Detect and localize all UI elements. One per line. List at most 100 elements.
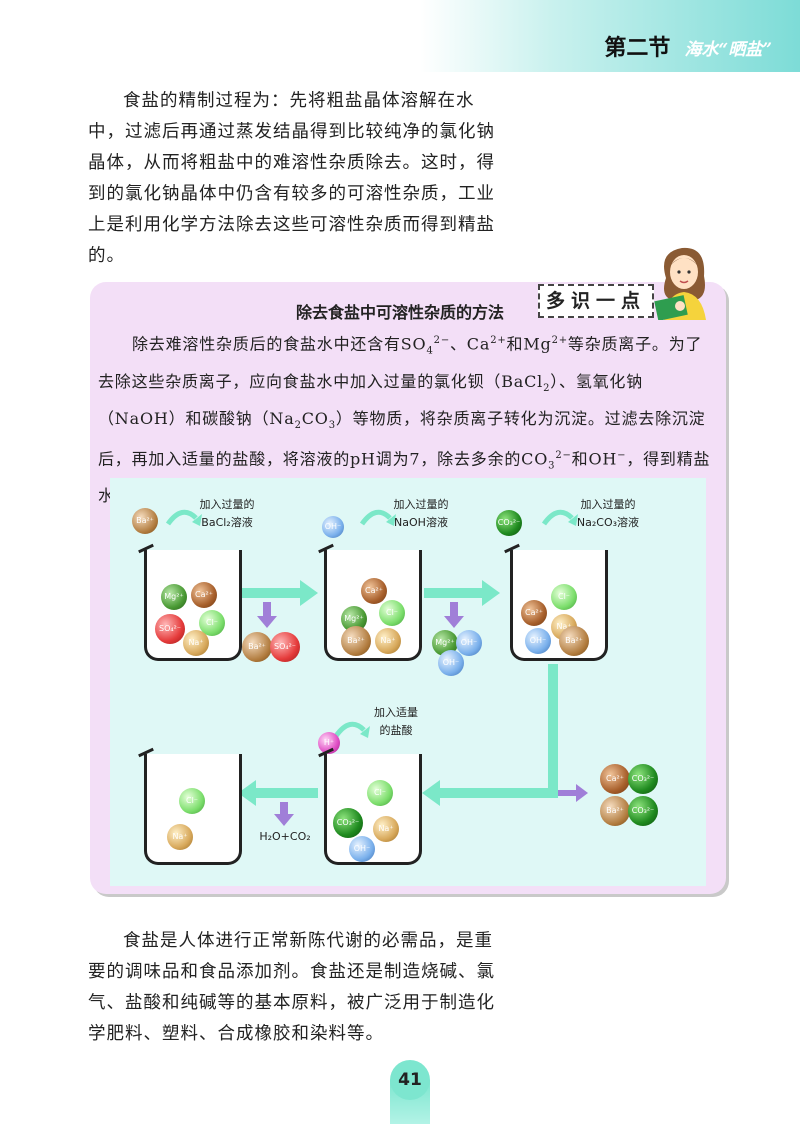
arrow-head	[568, 514, 578, 526]
text-superscript: 2−	[433, 335, 450, 346]
curved-arrow	[359, 509, 392, 526]
ion-cl: Cl⁻	[551, 584, 577, 610]
step3-label: 加入过量的 Na₂CO₃溶液	[558, 496, 658, 532]
flow-arrow-head	[482, 580, 500, 606]
text-segment: 和Mg	[506, 334, 552, 354]
precipitate-oh: OH⁻	[456, 630, 482, 656]
reagent-ion-oh: OH⁻	[322, 516, 344, 538]
page-number: 41	[390, 1060, 430, 1100]
ion-cl: Cl⁻	[379, 600, 405, 626]
reagent-ion-co3: CO₃²⁻	[496, 510, 522, 536]
section-number: 第二节	[604, 36, 671, 61]
section-title: 第二节海水“晒盐”	[604, 30, 772, 62]
flow-connector	[440, 788, 558, 798]
text-superscript: 2+	[551, 335, 568, 346]
ion-co3: CO₃²⁻	[333, 808, 363, 838]
precipitate-co3: CO₃²⁻	[628, 764, 658, 794]
text-subscript: 2	[543, 382, 551, 394]
reagent-ion-ba: Ba²⁺	[132, 508, 158, 534]
text-segment: ）等物质，将杂质离子转化为沉淀。过滤去除沉淀后，再加入适量的盐酸，将溶液的pH调…	[98, 408, 706, 469]
ion-ca: Ca²⁺	[521, 600, 547, 626]
curved-arrow	[333, 721, 366, 738]
ion-ca: Ca²⁺	[361, 578, 387, 604]
step4-label-line1: 加入适量	[374, 706, 418, 719]
step4-label: 加入适量 的盐酸	[356, 704, 436, 740]
curved-arrow	[541, 509, 574, 526]
beaker-final: Cl⁻ Na⁺	[144, 754, 242, 865]
ion-ba: Ba²⁺	[559, 626, 589, 656]
flow-connector	[548, 664, 558, 798]
text-segment: 除去难溶性杂质后的食盐水中还含有SO	[132, 334, 427, 354]
reagent-ion-h: H⁺	[318, 732, 340, 754]
ion-oh: OH⁻	[525, 628, 551, 654]
step2-label-line2: NaOH溶液	[394, 516, 448, 529]
knowledge-box-title: 除去食盐中可溶性杂质的方法	[296, 303, 505, 322]
arrow-head	[360, 726, 370, 738]
header-band	[420, 0, 800, 72]
text-superscript: 2+	[490, 335, 507, 346]
curved-arrow	[165, 509, 198, 526]
beaker-acid: Cl⁻ CO₃²⁻ Na⁺ OH⁻	[324, 754, 422, 865]
ion-cl: Cl⁻	[367, 780, 393, 806]
text-subscript: 4	[426, 345, 434, 357]
precipitate-oh: OH⁻	[438, 650, 464, 676]
beaker-2: Ca²⁺ Mg²⁺ Cl⁻ Ba²⁺ Na⁺	[324, 550, 422, 661]
knowledge-box-text: 除去难溶性杂质后的食盐水中还含有SO42−、Ca2+和Mg2+等杂质离子。为了去…	[98, 326, 718, 511]
precipitate-so4: SO₄²⁻	[270, 632, 300, 662]
diagram-arrows	[165, 509, 588, 826]
precipitate-arrow-head	[274, 814, 294, 826]
flow-arrow-shaft	[240, 588, 300, 598]
text-subscript: 3	[328, 419, 336, 431]
precipitate-arrow	[263, 602, 271, 618]
precipitate-ba: Ba²⁺	[600, 796, 630, 826]
step3-label-line2: Na₂CO₃溶液	[576, 516, 640, 529]
closing-paragraph: 食盐是人体进行正常新陈代谢的必需品，是重要的调味品和食品添加剂。食盐还是制造烧碱…	[88, 931, 495, 1044]
precipitate-arrow-head	[444, 616, 464, 628]
ion-na: Na⁺	[183, 630, 209, 656]
step1-label-line2: BaCl₂溶液	[201, 516, 253, 529]
ion-ba: Ba²⁺	[341, 626, 371, 656]
precipitate-arrow-head	[257, 616, 277, 628]
ion-oh: OH⁻	[349, 836, 375, 862]
step1-label-line1: 加入过量的	[199, 498, 255, 511]
arrow-head	[192, 514, 202, 526]
flow-arrow-shaft	[424, 588, 482, 598]
text-segment: 等杂质离子。为了去除这些杂质离子，应向食盐水中加入过量的氯化钡（BaCl	[98, 334, 703, 391]
ion-mg: Mg²⁺	[161, 584, 187, 610]
precipitate-co3: CO₃²⁻	[628, 796, 658, 826]
text-segment: CO	[301, 408, 329, 428]
section-topic: 海水“晒盐”	[684, 40, 772, 60]
products-label: H₂O+CO₂	[259, 830, 311, 843]
step1-label: 加入过量的 BaCl₂溶液	[182, 496, 272, 532]
precipitate-arrow	[280, 802, 288, 816]
precipitate-arrow-head	[576, 784, 588, 802]
text-subscript: 2	[294, 419, 302, 431]
ion-na: Na⁺	[373, 816, 399, 842]
precipitate-arrow	[558, 790, 578, 796]
precipitate-ca: Ca²⁺	[600, 764, 630, 794]
text-superscript: −	[617, 449, 627, 461]
flow-arrow-head	[422, 780, 440, 806]
flow-arrow-head	[238, 780, 256, 806]
arrow-head	[386, 514, 396, 526]
text-segment: 、Ca	[450, 334, 491, 354]
flow-arrow-shaft	[256, 788, 318, 798]
teacher-illustration	[654, 247, 706, 320]
purification-diagram: 加入过量的 BaCl₂溶液 加入过量的 NaOH溶液 加入过量的 Na₂CO₃溶…	[110, 478, 706, 886]
knowledge-tag: 多识一点	[538, 284, 654, 318]
step2-label: 加入过量的 NaOH溶液	[376, 496, 466, 532]
ion-ca: Ca²⁺	[191, 582, 217, 608]
text-segment: ）、氢氧化钠（NaOH）和碳酸钠（Na	[98, 371, 644, 428]
flow-arrow-head	[300, 580, 318, 606]
precipitate-arrow	[450, 602, 458, 618]
precipitate-ba: Ba²⁺	[242, 632, 272, 662]
text-segment: 和OH	[571, 449, 618, 469]
ion-na: Na⁺	[167, 824, 193, 850]
ion-na: Na⁺	[375, 628, 401, 654]
beaker-3: Cl⁻ Ca²⁺ Na⁺ OH⁻ Ba²⁺	[510, 550, 608, 661]
step4-label-line2: 的盐酸	[379, 724, 413, 737]
intro-paragraph: 食盐的精制过程为：先将粗盐晶体溶解在水中，过滤后再通过蒸发结晶得到比较纯净的氯化…	[88, 91, 495, 266]
text-superscript: 2−	[555, 449, 572, 461]
text-subscript: 3	[548, 460, 556, 472]
ion-cl: Cl⁻	[179, 788, 205, 814]
